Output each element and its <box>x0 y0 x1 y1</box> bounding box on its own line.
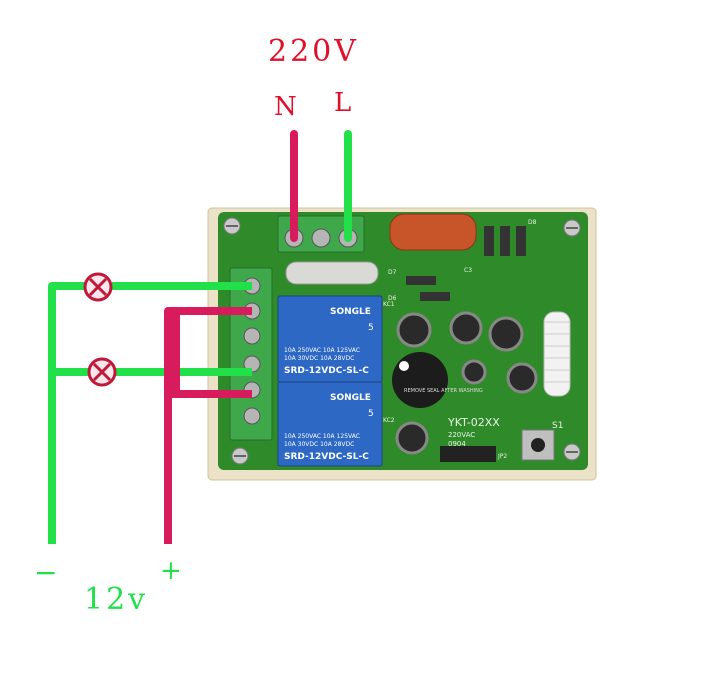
label-d8: D8 <box>528 219 537 226</box>
buzzer-text: REMOVE SEAL AFTER WASHING <box>404 388 483 394</box>
label-c3: C3 <box>464 267 472 274</box>
voltage-text: 220VAC <box>448 431 475 439</box>
ac-terminal-block <box>277 215 365 253</box>
relay-2-model: SRD-12VDC-SL-C <box>284 452 369 462</box>
label-kc1: KC1 <box>383 301 395 308</box>
relay-2-rating-2: 10A 30VDC 10A 28VDC <box>284 441 354 448</box>
film-capacitor <box>389 213 477 251</box>
label-jp: JP2 <box>497 453 507 460</box>
plus-wire <box>164 307 252 544</box>
relay-1-model: SRD-12VDC-SL-C <box>284 366 369 376</box>
jumper-header <box>440 446 496 462</box>
dc-voltage-label: 12v <box>84 582 149 617</box>
minus-wire <box>48 282 86 544</box>
dc-wires <box>48 282 252 544</box>
relay-terminal-block <box>229 267 273 441</box>
relay-2: SONGLE 5 10A 250VAC 10A 125VAC 10A 30VDC… <box>277 381 383 467</box>
lamp-1 <box>83 272 113 302</box>
learn-switch <box>521 429 555 461</box>
live-label: L <box>334 88 355 118</box>
relay-2-rating-1: 10A 250VAC 10A 125VAC <box>284 433 360 440</box>
lamp-2 <box>87 357 117 387</box>
relay-2-number: 5 <box>368 409 374 419</box>
power-resistor <box>285 261 379 285</box>
dc-minus-label: − <box>34 556 61 589</box>
neutral-label: N <box>274 92 300 122</box>
relay-1-brand: SONGLE <box>330 307 371 317</box>
label-d6: D6 <box>388 295 397 302</box>
antenna-coil <box>543 311 571 397</box>
label-kc2: KC2 <box>383 417 395 424</box>
relay-1-rating-2: 10A 30VDC 10A 28VDC <box>284 355 354 362</box>
mount-screws <box>223 217 581 465</box>
relay-2-brand: SONGLE <box>330 393 371 403</box>
silkscreen: YKT-02XX 220VAC 0904 S1 KC1 KC2 D7 D6 D8… <box>383 219 563 460</box>
model-text: YKT-02XX <box>447 416 500 429</box>
dc-plus-label: + <box>160 556 185 586</box>
electrolytic-capacitors <box>395 311 538 455</box>
switch-label: S1 <box>552 421 563 431</box>
ac-wires <box>290 130 352 242</box>
date-code: 0904 <box>448 440 466 448</box>
buzzer: REMOVE SEAL AFTER WASHING <box>392 352 483 408</box>
relay-1: SONGLE 5 10A 250VAC 10A 125VAC 10A 30VDC… <box>277 295 383 383</box>
supply-voltage-label: 220V <box>268 34 359 69</box>
diodes <box>406 226 526 301</box>
relay-1-number: 5 <box>368 323 374 333</box>
relay-1-rating-1: 10A 250VAC 10A 125VAC <box>284 347 360 354</box>
label-d7: D7 <box>388 269 397 276</box>
